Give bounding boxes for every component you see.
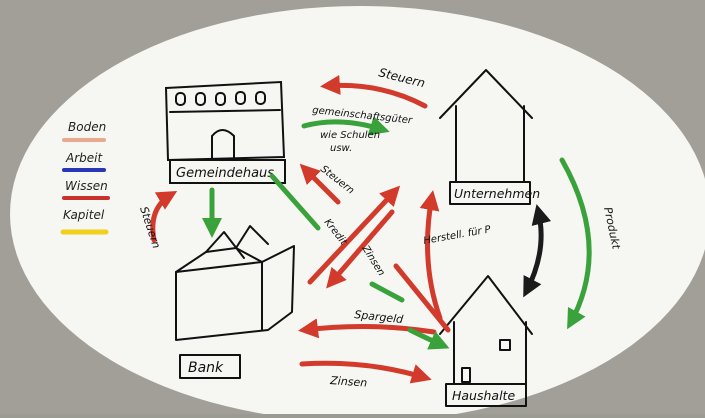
label-gemeinschaft-3: usw.: [330, 143, 352, 154]
bank-label: Bank: [188, 360, 224, 376]
haushalte-label: Haushalte: [452, 388, 515, 403]
legend-label-kapitel: Kapitel: [63, 208, 105, 222]
paper-oval: [10, 6, 705, 414]
label-gemeinschaft-2: wie Schulen: [320, 130, 380, 141]
gemeindehaus-label: Gemeindehaus: [176, 166, 274, 181]
legend-label-boden: Boden: [68, 120, 106, 134]
legend-label-wissen: Wissen: [65, 179, 108, 193]
legend-label-arbeit: Arbeit: [65, 151, 103, 165]
label-zinsen-bottom: Zinsen: [329, 374, 368, 390]
unternehmen-label: Unternehmen: [454, 186, 540, 201]
